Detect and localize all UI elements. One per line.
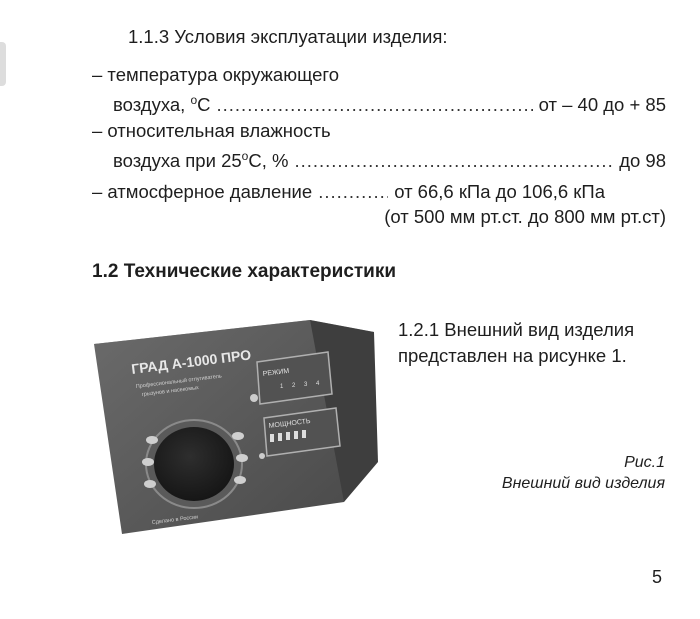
temp-row: воздуха, oC ............................…	[113, 89, 666, 116]
degree-sign: o	[241, 149, 249, 163]
figure-caption-number: Рис.1	[624, 454, 665, 471]
pressure-label: – атмосферное давление	[92, 181, 313, 202]
humidity-value: до 98	[619, 150, 666, 171]
para-1-2-1-line2: представлен на рисунке 1.	[398, 345, 627, 366]
section-1-1-3-heading: 1.1.3 Условия эксплуатации изделия:	[128, 26, 448, 47]
humidity-label-line2: воздуха при 25oC, %	[113, 149, 289, 171]
page-number: 5	[652, 567, 663, 587]
temp-label-line2: воздуха, oC	[113, 93, 211, 115]
section-1-2-heading: 1.2 Технические характеристики	[92, 261, 397, 282]
leader-dots: ........................................…	[216, 94, 533, 115]
degree-sign: o	[190, 93, 198, 107]
humidity-row: воздуха при 25oC, % ....................…	[113, 145, 666, 172]
figure-caption: Рис.1 Внешний вид изделия	[502, 452, 665, 494]
device-made-in: Сделано в России	[152, 514, 199, 526]
leader-dots: ........................................…	[294, 150, 614, 171]
pressure-value-mmhg: (от 500 мм рт.ст. до 800 мм рт.ст)	[384, 206, 666, 227]
device-photo: ГРАД А-1000 ПРО Профессиональный отпугив…	[94, 320, 378, 534]
device-mode-num: 1	[280, 384, 284, 390]
figure-caption-text: Внешний вид изделия	[501, 475, 665, 492]
para-1-2-1-line1: 1.2.1 Внешний вид изделия	[398, 319, 635, 340]
device-mode-label: РЕЖИМ	[262, 368, 289, 378]
temp-value: от – 40 до + 85	[538, 94, 666, 115]
page-edge-mark	[0, 42, 6, 86]
device-mode-num: 3	[304, 382, 308, 388]
pressure-value: от 66,6 кПа до 106,6 кПа	[394, 181, 605, 202]
humidity-label-line1: – относительная влажность	[92, 120, 331, 141]
leader-dots: ........................................…	[318, 181, 388, 202]
temp-label-line1: – температура окружающего	[92, 64, 340, 85]
device-mode-num: 2	[292, 383, 296, 389]
device-mode-num: 4	[316, 381, 320, 387]
pressure-row: – атмосферное давление .................…	[92, 181, 666, 203]
